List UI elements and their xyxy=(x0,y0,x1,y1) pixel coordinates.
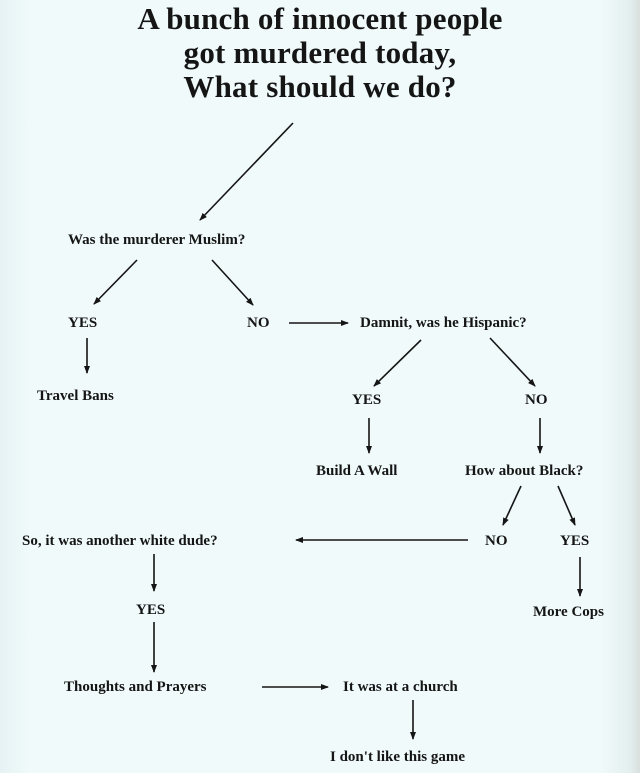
arrow-hispanic-to-yes xyxy=(373,339,422,387)
black-no: NO xyxy=(485,533,508,549)
arrow-title-to-muslim xyxy=(199,122,294,221)
question-hispanic: Damnit, was he Hispanic? xyxy=(360,315,527,331)
black-yes: YES xyxy=(560,533,590,549)
arrow-black-to-no xyxy=(502,485,522,526)
arrow-hispanic-to-no xyxy=(489,337,536,387)
question-muslim: Was the murderer Muslim? xyxy=(68,232,246,248)
title-line-1: A bunch of innocent people xyxy=(137,1,503,36)
title-line-2: got murdered today, xyxy=(183,35,457,70)
question-white: So, it was another white dude? xyxy=(22,533,218,549)
page-title: A bunch of innocent people got murdered … xyxy=(0,2,640,104)
title-line-3: What should we do? xyxy=(183,69,457,104)
white-yes: YES xyxy=(136,602,166,618)
thoughts-and-prayers: Thoughts and Prayers xyxy=(64,679,207,695)
arrow-muslim-to-yes xyxy=(93,259,138,305)
it-was-at-a-church: It was at a church xyxy=(343,679,458,695)
arrow-muslim-to-no xyxy=(211,259,254,306)
muslim-yes: YES xyxy=(68,315,98,331)
build-a-wall: Build A Wall xyxy=(316,463,398,479)
muslim-no: NO xyxy=(247,315,270,331)
travel-bans: Travel Bans xyxy=(37,388,114,404)
arrow-black-to-yes xyxy=(557,485,576,526)
more-cops: More Cops xyxy=(533,604,604,620)
i-dont-like-this-game: I don't like this game xyxy=(330,749,466,765)
hispanic-no: NO xyxy=(525,392,548,408)
question-black: How about Black? xyxy=(465,463,584,479)
hispanic-yes: YES xyxy=(352,392,382,408)
